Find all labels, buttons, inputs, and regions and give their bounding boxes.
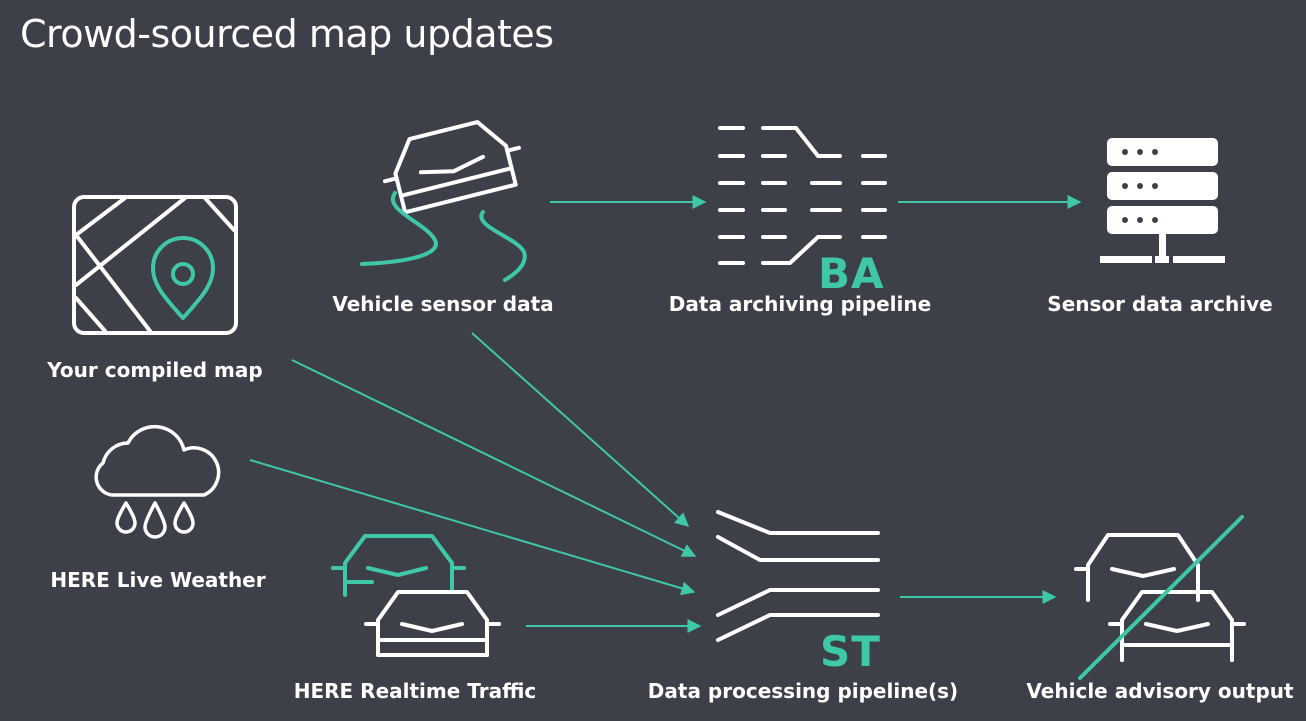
cars-crossed-icon [1074,515,1246,680]
advisory-output-label: Vehicle advisory output [1026,679,1294,703]
car-road-icon [360,120,527,282]
pipeline-merge-icon [716,510,880,642]
archiving-pipeline-label: Data archiving pipeline [668,292,932,316]
arrow-map-to-processing [291,359,697,557]
map-pin-icon [72,195,238,335]
sensor-archive-label: Sensor data archive [1047,292,1273,316]
processing-pipeline-label: Data processing pipeline(s) [647,679,959,703]
server-icon [1100,138,1225,263]
arrow-sensor-to-processing [471,332,690,527]
traffic-cars-icon [331,534,501,657]
page-title: Crowd-sourced map updates [20,12,554,56]
live-weather-label: HERE Live Weather [50,568,266,592]
rain-cloud-icon [94,424,221,539]
processing-badge: ST [820,627,881,676]
archiving-badge: BA [818,249,885,298]
vehicle-sensor-label: Vehicle sensor data [332,292,554,316]
realtime-traffic-label: HERE Realtime Traffic [293,679,537,703]
arrow-weather-to-processing [249,459,696,596]
compiled-map-label: Your compiled map [47,358,263,382]
pipeline-lanes-icon [718,126,887,265]
flow-arrows [249,195,1082,633]
